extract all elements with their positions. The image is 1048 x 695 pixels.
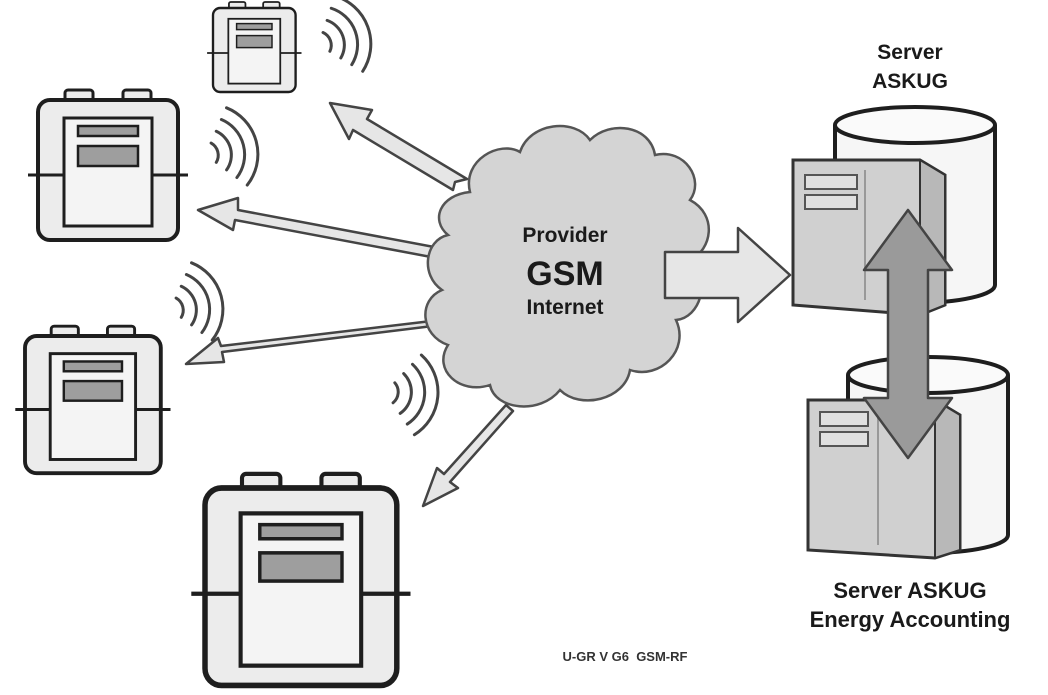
gas-meter-icon: [205, 0, 303, 94]
server-askug-label-line1: Server: [877, 41, 943, 64]
server-askug-label: Server ASKUG: [830, 38, 990, 96]
arrow-to-left-meter-1: [196, 196, 452, 262]
database-icon: [833, 105, 997, 145]
bidirectional-arrow-icon: [862, 208, 954, 460]
arrow-to-left-meter-2: [184, 313, 443, 366]
cloud-gsm-label: GSM: [526, 255, 604, 293]
cloud-icon: [424, 124, 710, 408]
meter-links: [184, 101, 515, 508]
wireless-signal-icon: [201, 101, 269, 193]
server-energy-accounting-label-line2: Energy Accounting: [809, 607, 1011, 632]
server-energy-accounting-label-line1: Server ASKUG: [833, 578, 987, 603]
model-caption: U-GR V G6 GSM-RF: [562, 649, 688, 664]
arrow-to-bottom-meter: [421, 403, 515, 508]
gas-meter-icon: [13, 324, 173, 476]
wireless-signal-icon: [311, 0, 383, 82]
server-energy-accounting-label: Server ASKUG Energy Accounting: [790, 576, 1030, 634]
wireless-signal-icon: [388, 351, 443, 438]
cloud-provider-label: Provider: [522, 224, 608, 247]
wireless-signal-icon: [166, 256, 234, 348]
server-askug-label-line2: ASKUG: [872, 70, 948, 93]
gas-meter-icon: [26, 88, 190, 242]
cloud-internet-label: Internet: [526, 296, 604, 319]
arrow-to-top-meter: [328, 101, 469, 192]
gas-meter-icon: [191, 474, 410, 686]
arrow-cloud-to-server: [663, 226, 792, 324]
